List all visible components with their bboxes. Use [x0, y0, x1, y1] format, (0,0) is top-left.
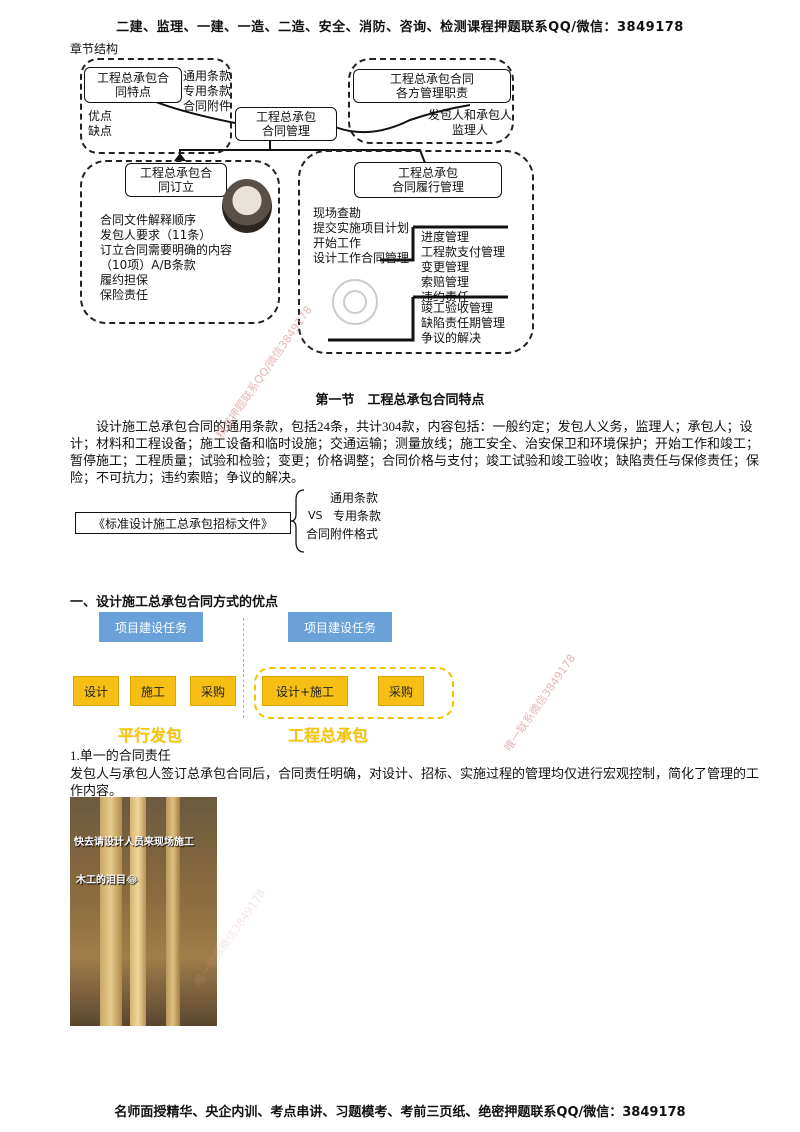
group-features	[80, 58, 232, 154]
watermark: 唯一联系微信3849178	[501, 651, 579, 754]
group-formation	[80, 160, 280, 324]
right-project-task: 项目建设任务	[288, 612, 392, 642]
group-performance	[298, 150, 534, 354]
paragraph-general-clauses: 设计施工总承包合同的通用条款，包括24条，共计304款，内容包括：一般约定；发包…	[70, 419, 760, 485]
formation-details: 合同文件解释顺序 发包人要求（11条） 订立合同需要明确的内容 （10项）A/B…	[100, 213, 233, 302]
left-project-task: 项目建设任务	[99, 612, 203, 642]
left-item-procurement: 采购	[190, 676, 236, 706]
chapter-label: 章节结构	[70, 42, 119, 56]
chapter-structure-diagram: 工程总承包合 同特点 通用条款 专用条款 合同附件 优点 缺点 工程总承包 合同…	[70, 55, 540, 355]
group-duties	[348, 58, 514, 144]
divider	[243, 618, 244, 718]
caption-parallel: 平行发包	[118, 726, 183, 745]
beam-1	[100, 797, 122, 1026]
heading-advantages: 一、设计施工总承包合同方式的优点	[70, 595, 279, 610]
box-party-duties: 工程总承包合同 各方管理职责	[353, 69, 511, 103]
avatar	[222, 179, 272, 233]
photo-caption-1: 快去请设计人员来现场施工	[74, 837, 194, 848]
page-footer: 名师面授精华、央企内训、考点串讲、习题模考、考前三页纸、绝密押题联系QQ/微信：…	[114, 1105, 686, 1120]
template-item: 专用条款	[333, 509, 382, 523]
features-clause-list: 通用条款 专用条款 合同附件	[183, 69, 232, 113]
subheading-single-responsibility: 1.单一的合同责任	[70, 748, 171, 763]
template-item: 合同附件格式	[306, 527, 379, 541]
performance-low-list: 竣工验收管理 缺陷责任期管理 争议的解决	[421, 301, 506, 345]
beam-2	[130, 797, 146, 1026]
paragraph-single-responsibility: 发包人与承包人签订总承包合同后，合同责任明确，对设计、招标、实施过程的管理均仅进…	[70, 766, 760, 798]
left-item-construction: 施工	[130, 676, 176, 706]
page-header: 二建、监理、一建、一造、二造、安全、消防、咨询、检测课程押题联系QQ/微信：38…	[116, 20, 684, 35]
performance-mid-list: 进度管理 工程款支付管理 变更管理 索赔管理 违约责任	[421, 230, 506, 304]
box-contract-formation: 工程总承包合 同订立	[125, 163, 227, 197]
photo-caption-2: 木工的泪目😂	[76, 875, 138, 886]
epc-group	[254, 667, 454, 719]
brace-icon	[290, 489, 305, 553]
site-photo: 快去请设计人员来现场施工 木工的泪目😂	[70, 797, 217, 1026]
box-contract-features: 工程总承包合 同特点	[84, 67, 182, 103]
vs-label: VS	[308, 509, 323, 522]
left-item-design: 设计	[73, 676, 119, 706]
section-title: 第一节 工程总承包合同特点	[315, 392, 485, 407]
box-center-contract-management: 工程总承包 合同管理	[235, 107, 337, 141]
template-item: 通用条款	[330, 491, 379, 505]
right-item-design-build: 设计+施工	[262, 676, 348, 706]
right-item-procurement: 采购	[378, 676, 424, 706]
caption-epc: 工程总承包	[288, 726, 369, 745]
parties-text: 发包人和承包人 监理人	[427, 108, 512, 137]
beam-3	[166, 797, 180, 1026]
pros-cons-text: 优点 缺点	[88, 109, 113, 138]
performance-left-list: 现场查勘 提交实施项目计划 开始工作 设计工作合同管理	[313, 206, 410, 265]
template-document-box: 《标准设计施工总承包招标文件》	[75, 512, 291, 534]
box-contract-performance: 工程总承包 合同履行管理	[354, 162, 502, 198]
